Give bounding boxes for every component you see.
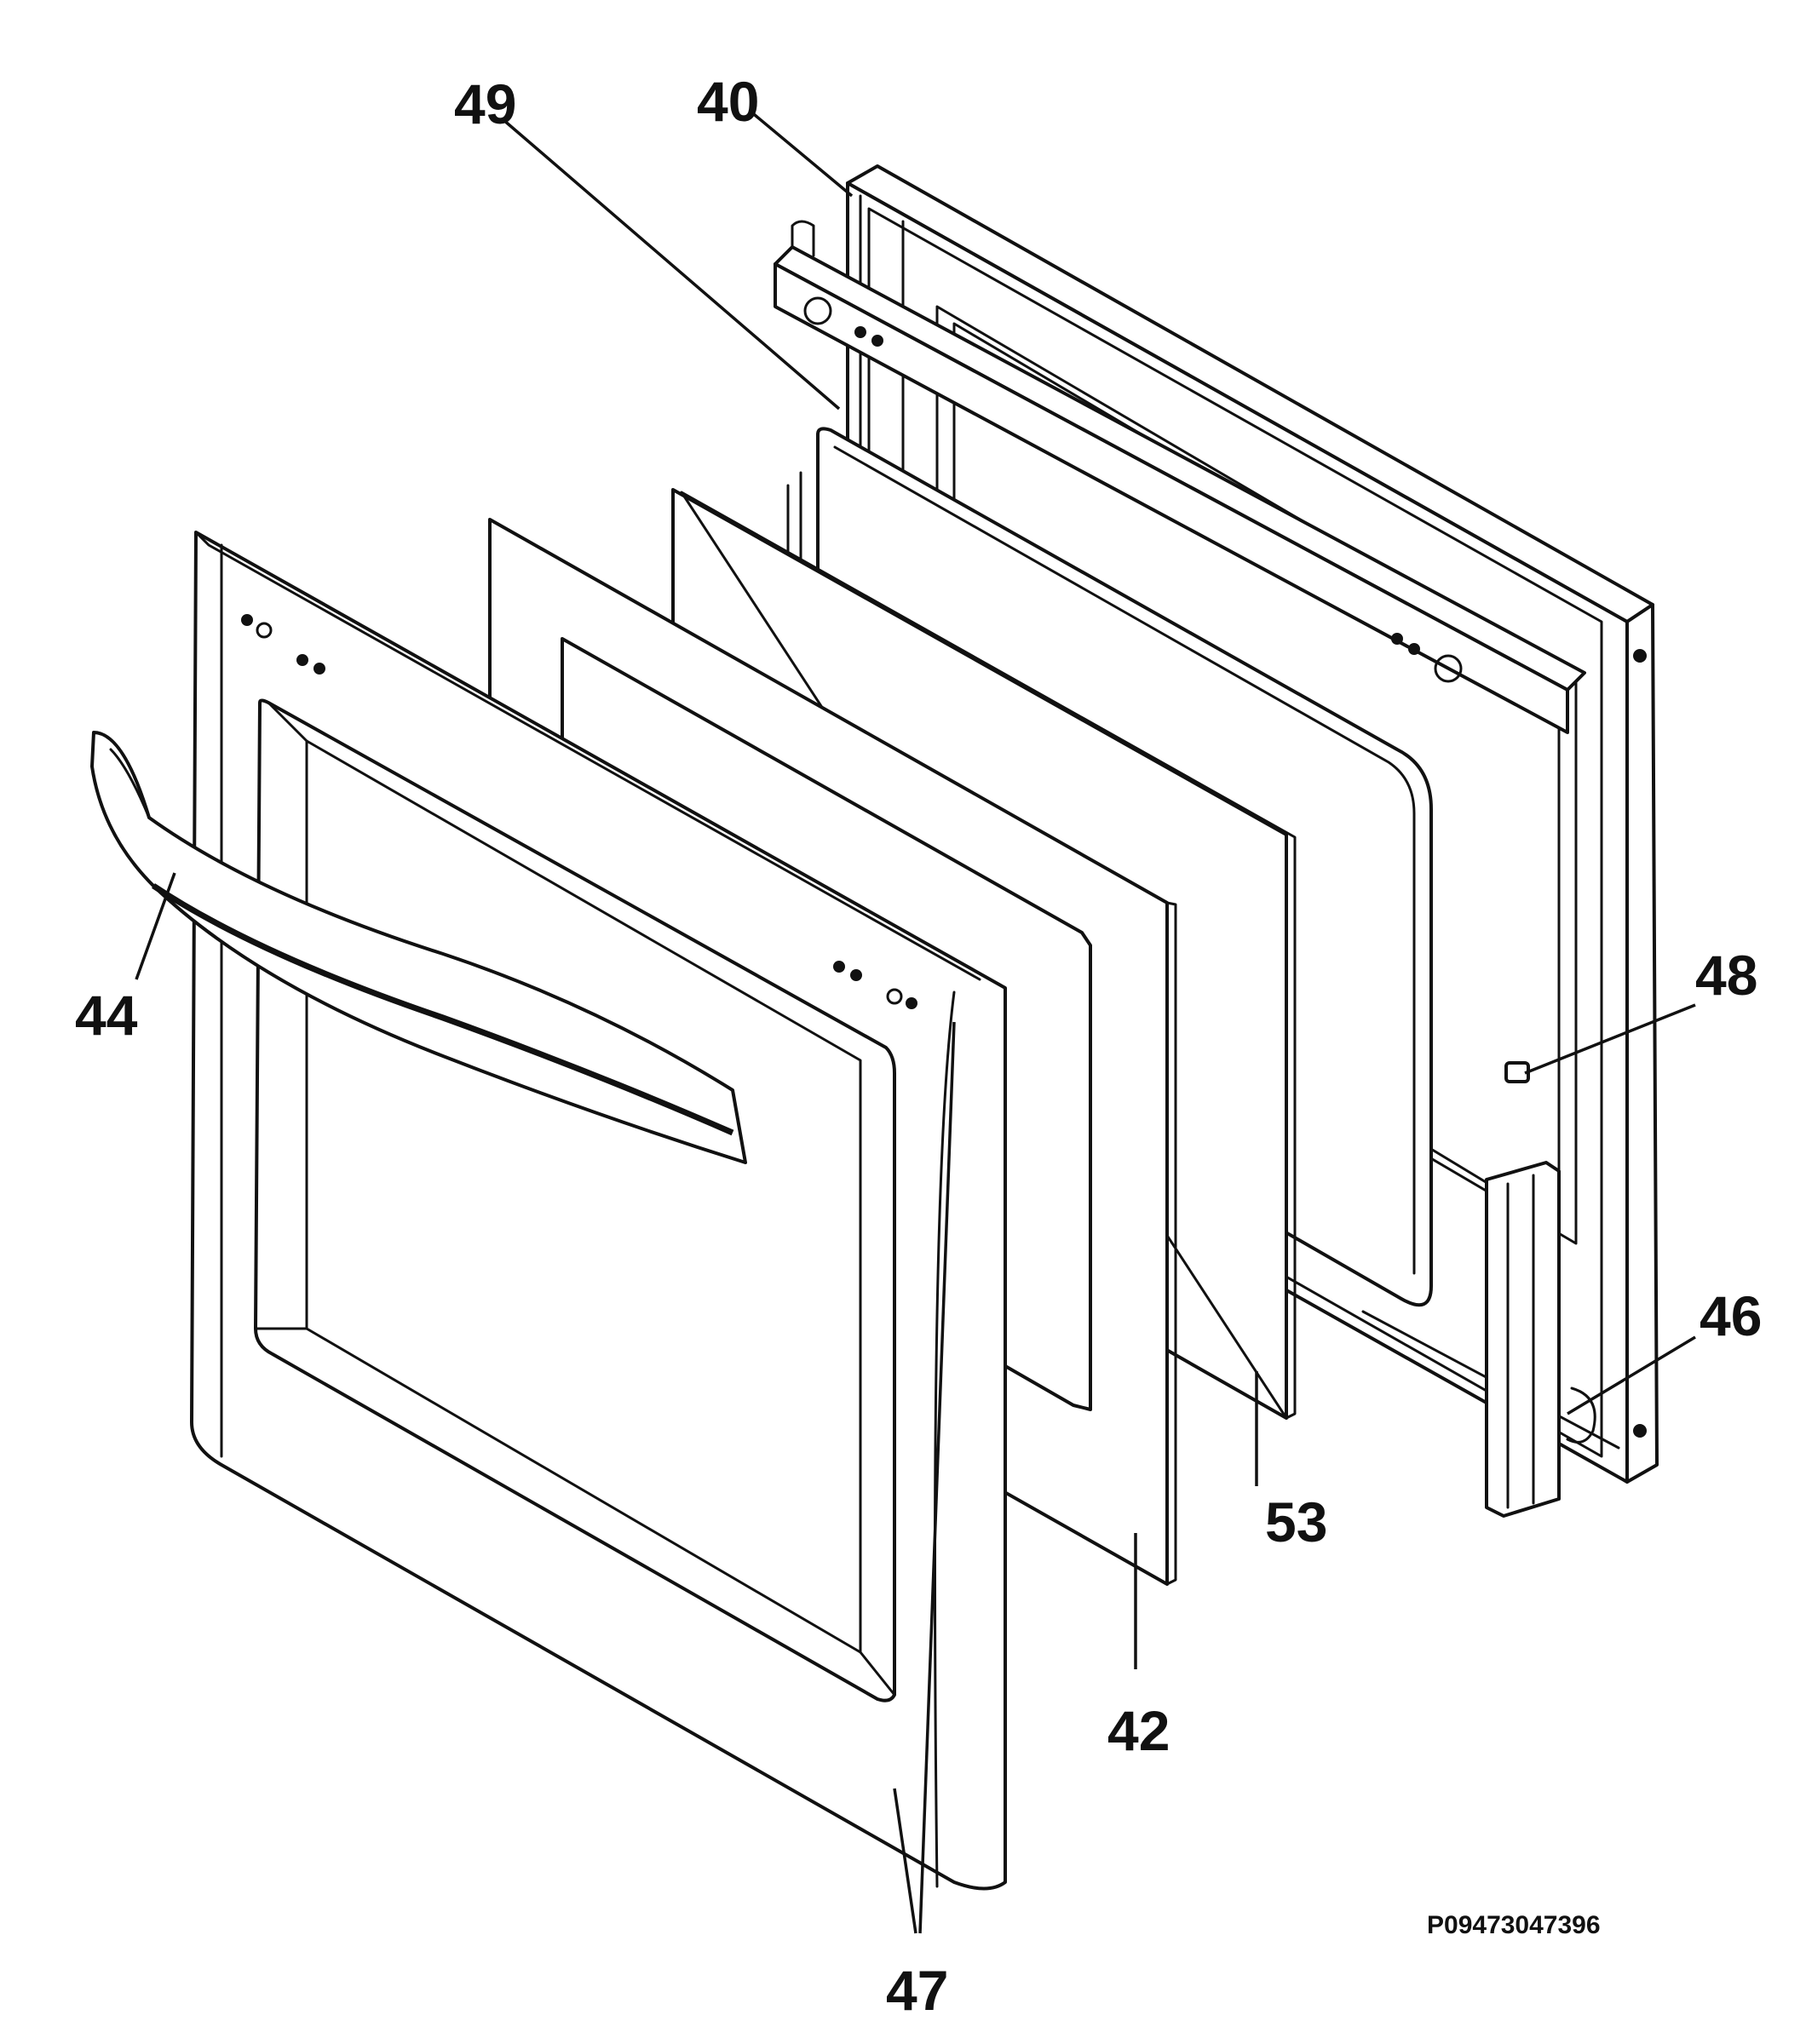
callout-47: 47	[886, 1959, 948, 2022]
callout-44: 44	[75, 984, 138, 1047]
door-handle	[90, 731, 747, 1164]
leader-lines	[135, 109, 1696, 1934]
callout-labels: 49 40 48 44 46 53 42 47	[75, 70, 1762, 2022]
callout-49: 49	[454, 72, 516, 135]
drawing-code: P09473047396	[1427, 1911, 1601, 1939]
callout-53: 53	[1265, 1490, 1327, 1553]
callout-40: 40	[697, 70, 759, 133]
callout-42: 42	[1107, 1699, 1170, 1762]
hinge-bar	[774, 220, 1586, 734]
bracket-46	[1485, 1161, 1596, 1518]
callout-48: 48	[1695, 944, 1757, 1007]
callout-46: 46	[1700, 1284, 1762, 1347]
